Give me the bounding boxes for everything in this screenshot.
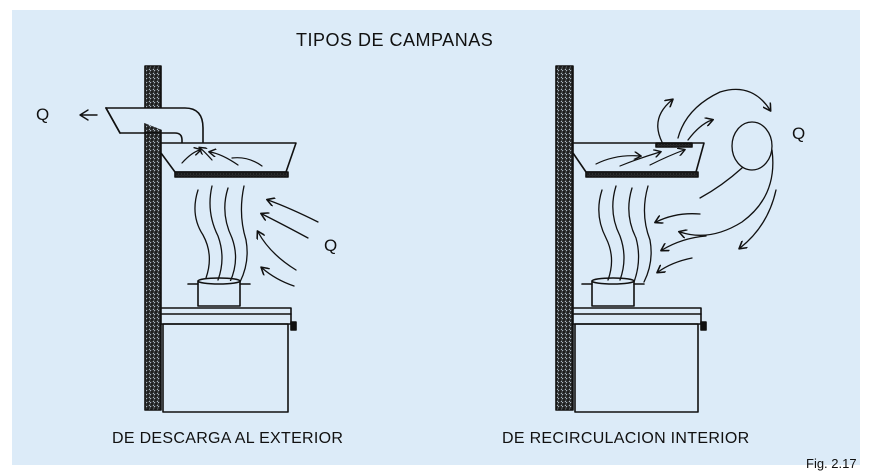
right-scene [555, 65, 777, 413]
recirculation-arrows [657, 88, 777, 248]
hood-inner-arrows [181, 148, 263, 167]
caption-interior-recirculation: DE RECIRCULACION INTERIOR [502, 430, 750, 447]
hood-inner-arrows-right [595, 150, 684, 167]
caption-exterior-discharge: DE DESCARGA AL EXTERIOR [112, 430, 344, 447]
outlet-flow-label: Q [36, 105, 50, 124]
filter-left [174, 171, 289, 178]
inlet-flow-label: Q [324, 236, 338, 255]
recirculation-flow-label: Q [792, 124, 806, 143]
hood-left [160, 142, 297, 178]
diagram-title: TIPOS DE CAMPANAS [296, 30, 494, 50]
fume-plume-right [598, 185, 652, 283]
fume-plume-left [194, 185, 248, 283]
outlet-arrow-icon [79, 109, 98, 121]
top-grille [655, 142, 693, 148]
left-scene [79, 65, 319, 413]
inlet-air-arrows-right [656, 213, 707, 272]
figure-number: Fig. 2.17 [806, 456, 857, 471]
inlet-air-arrows-left [258, 200, 319, 287]
filter-right [585, 171, 699, 178]
pot-right [581, 277, 645, 307]
pot-left [187, 277, 251, 307]
wall-right [555, 65, 574, 411]
wall-left [144, 65, 162, 411]
hood-right [572, 142, 705, 178]
exhaust-duct [105, 107, 204, 147]
stove-left [160, 307, 297, 413]
stove-right [572, 307, 707, 413]
